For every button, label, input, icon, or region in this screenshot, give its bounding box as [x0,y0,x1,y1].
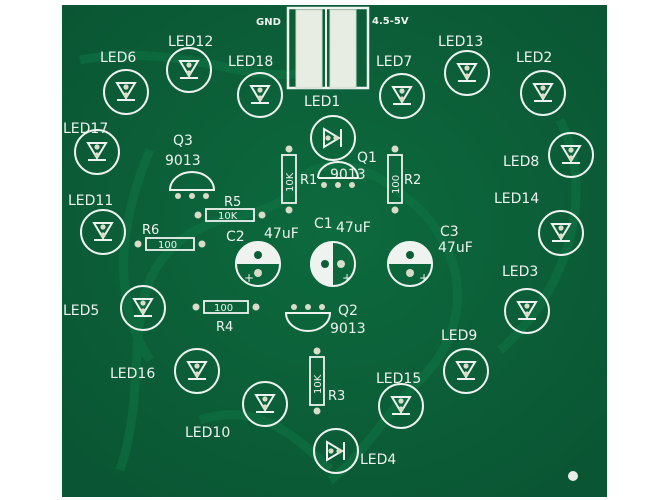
c2-value: 47uF [264,226,299,242]
voltage-label: 4.5-5V [372,16,409,27]
q1-outline [317,161,359,179]
led-footprint-4 [313,428,359,474]
led6-label: LED6 [100,50,136,66]
led-footprint-13 [444,50,490,96]
q3-outline [168,171,216,191]
r6-value: 100 [158,240,177,251]
led-footprint-8 [548,132,594,178]
led-footprint-14 [538,210,584,256]
led-footprint-3 [504,288,550,334]
led17-label: LED17 [63,121,108,137]
led11-label: LED11 [68,193,113,209]
c1-plus: + [342,271,352,285]
q2-outline [284,312,332,332]
led10-label: LED10 [185,425,230,441]
c3-footprint [387,241,433,287]
r6-ref: R6 [142,223,159,238]
led3-label: LED3 [502,264,538,280]
led14-label: LED14 [494,191,539,207]
led-footprint-15 [378,383,424,429]
led2-label: LED2 [516,50,552,66]
r1-value: 10K [285,172,296,192]
led1-label: LED1 [304,94,340,110]
q2-part: 9013 [330,321,366,337]
q2-ref: Q2 [338,303,358,319]
c3-ref: C3 [440,224,459,240]
r5-value: 10K [218,211,238,222]
led7-label: LED7 [376,54,412,70]
r5-body [205,208,255,222]
led-footprint-12 [166,47,212,93]
r1-ref: R1 [300,173,317,188]
led-footprint-11 [80,209,126,255]
led5-label: LED5 [63,303,99,319]
led-footprint-9 [443,348,489,394]
gnd-label: GND [256,17,281,28]
led-footprint-5 [120,285,166,331]
led-footprint-18 [237,72,283,118]
led-footprint-1 [310,115,356,161]
led-footprint-2 [520,70,566,116]
r2-body [387,154,403,204]
r2-ref: R2 [404,173,421,188]
r2-value: 100 [391,175,402,194]
r4-ref: R4 [216,320,233,335]
q1-ref: Q1 [357,150,377,166]
c2-plus: + [244,271,254,285]
r1-body [281,154,297,204]
led-footprint-16 [174,348,220,394]
c3-plus: + [419,271,429,285]
c1-ref: C1 [314,216,333,232]
r3-value: 10K [313,374,324,394]
led8-label: LED8 [503,154,539,170]
q3-ref: Q3 [173,133,193,149]
led-footprint-10 [242,381,288,427]
c1-value: 47uF [336,220,371,236]
led13-label: LED13 [438,34,483,50]
r6-body [145,237,195,251]
led12-label: LED12 [168,34,213,50]
led16-label: LED16 [110,366,155,382]
led-footprint-17 [74,129,120,175]
led18-label: LED18 [228,54,273,70]
q3-part: 9013 [165,153,201,169]
power-connector [286,6,370,90]
r4-value: 100 [214,303,233,314]
r3-ref: R3 [328,389,345,404]
led-footprint-7 [379,73,425,119]
c1-footprint [310,241,356,287]
r4-body [203,300,249,314]
c2-ref: C2 [226,229,245,245]
led9-label: LED9 [441,328,477,344]
c3-value: 47uF [438,240,473,256]
led4-label: LED4 [360,452,396,468]
mounting-hole [568,471,578,481]
r3-body [309,356,325,406]
led-footprint-6 [103,69,149,115]
c2-footprint [235,241,281,287]
r5-ref: R5 [224,195,241,210]
q1-part: 9013 [330,167,366,183]
led15-label: LED15 [376,371,421,387]
